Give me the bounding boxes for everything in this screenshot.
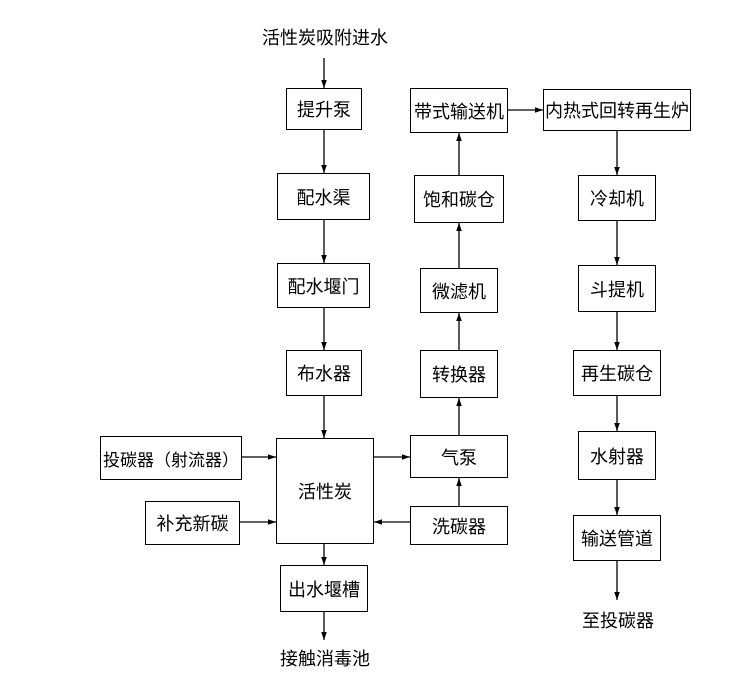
node-water-ejector: 水射器 <box>578 431 656 480</box>
node-pipeline: 输送管道 <box>573 515 661 561</box>
node-regen-furnace: 内热式回转再生炉 <box>543 89 691 131</box>
node-regen-bin: 再生碳仓 <box>573 350 661 396</box>
node-outlet-weir: 出水堰槽 <box>280 565 368 612</box>
node-weir-gate: 配水堰门 <box>277 263 370 308</box>
inlet-label: 活性炭吸附进水 <box>262 28 388 49</box>
node-air-pump: 气泵 <box>410 435 508 478</box>
node-distributor: 布水器 <box>286 350 362 396</box>
node-lift-pump: 提升泵 <box>286 88 362 130</box>
node-supplement-carbon: 补充新碳 <box>145 501 240 545</box>
node-water-channel: 配水渠 <box>277 173 370 220</box>
node-saturated-bin: 饱和碳仓 <box>414 175 504 223</box>
node-belt-conveyor: 带式输送机 <box>410 88 508 133</box>
node-activated-carbon: 活性炭 <box>276 438 374 544</box>
node-switcher: 转换器 <box>420 350 498 398</box>
outlet-label: 接触消毒池 <box>280 649 370 670</box>
node-cooler: 冷却机 <box>578 175 656 221</box>
node-micro-filter: 微滤机 <box>420 268 498 313</box>
node-carbon-feeder: 投碳器（射流器） <box>100 436 242 480</box>
end-label: 至投碳器 <box>582 611 654 632</box>
node-carbon-washer: 洗碳器 <box>410 506 508 545</box>
node-bucket-elevator: 斗提机 <box>578 265 656 312</box>
